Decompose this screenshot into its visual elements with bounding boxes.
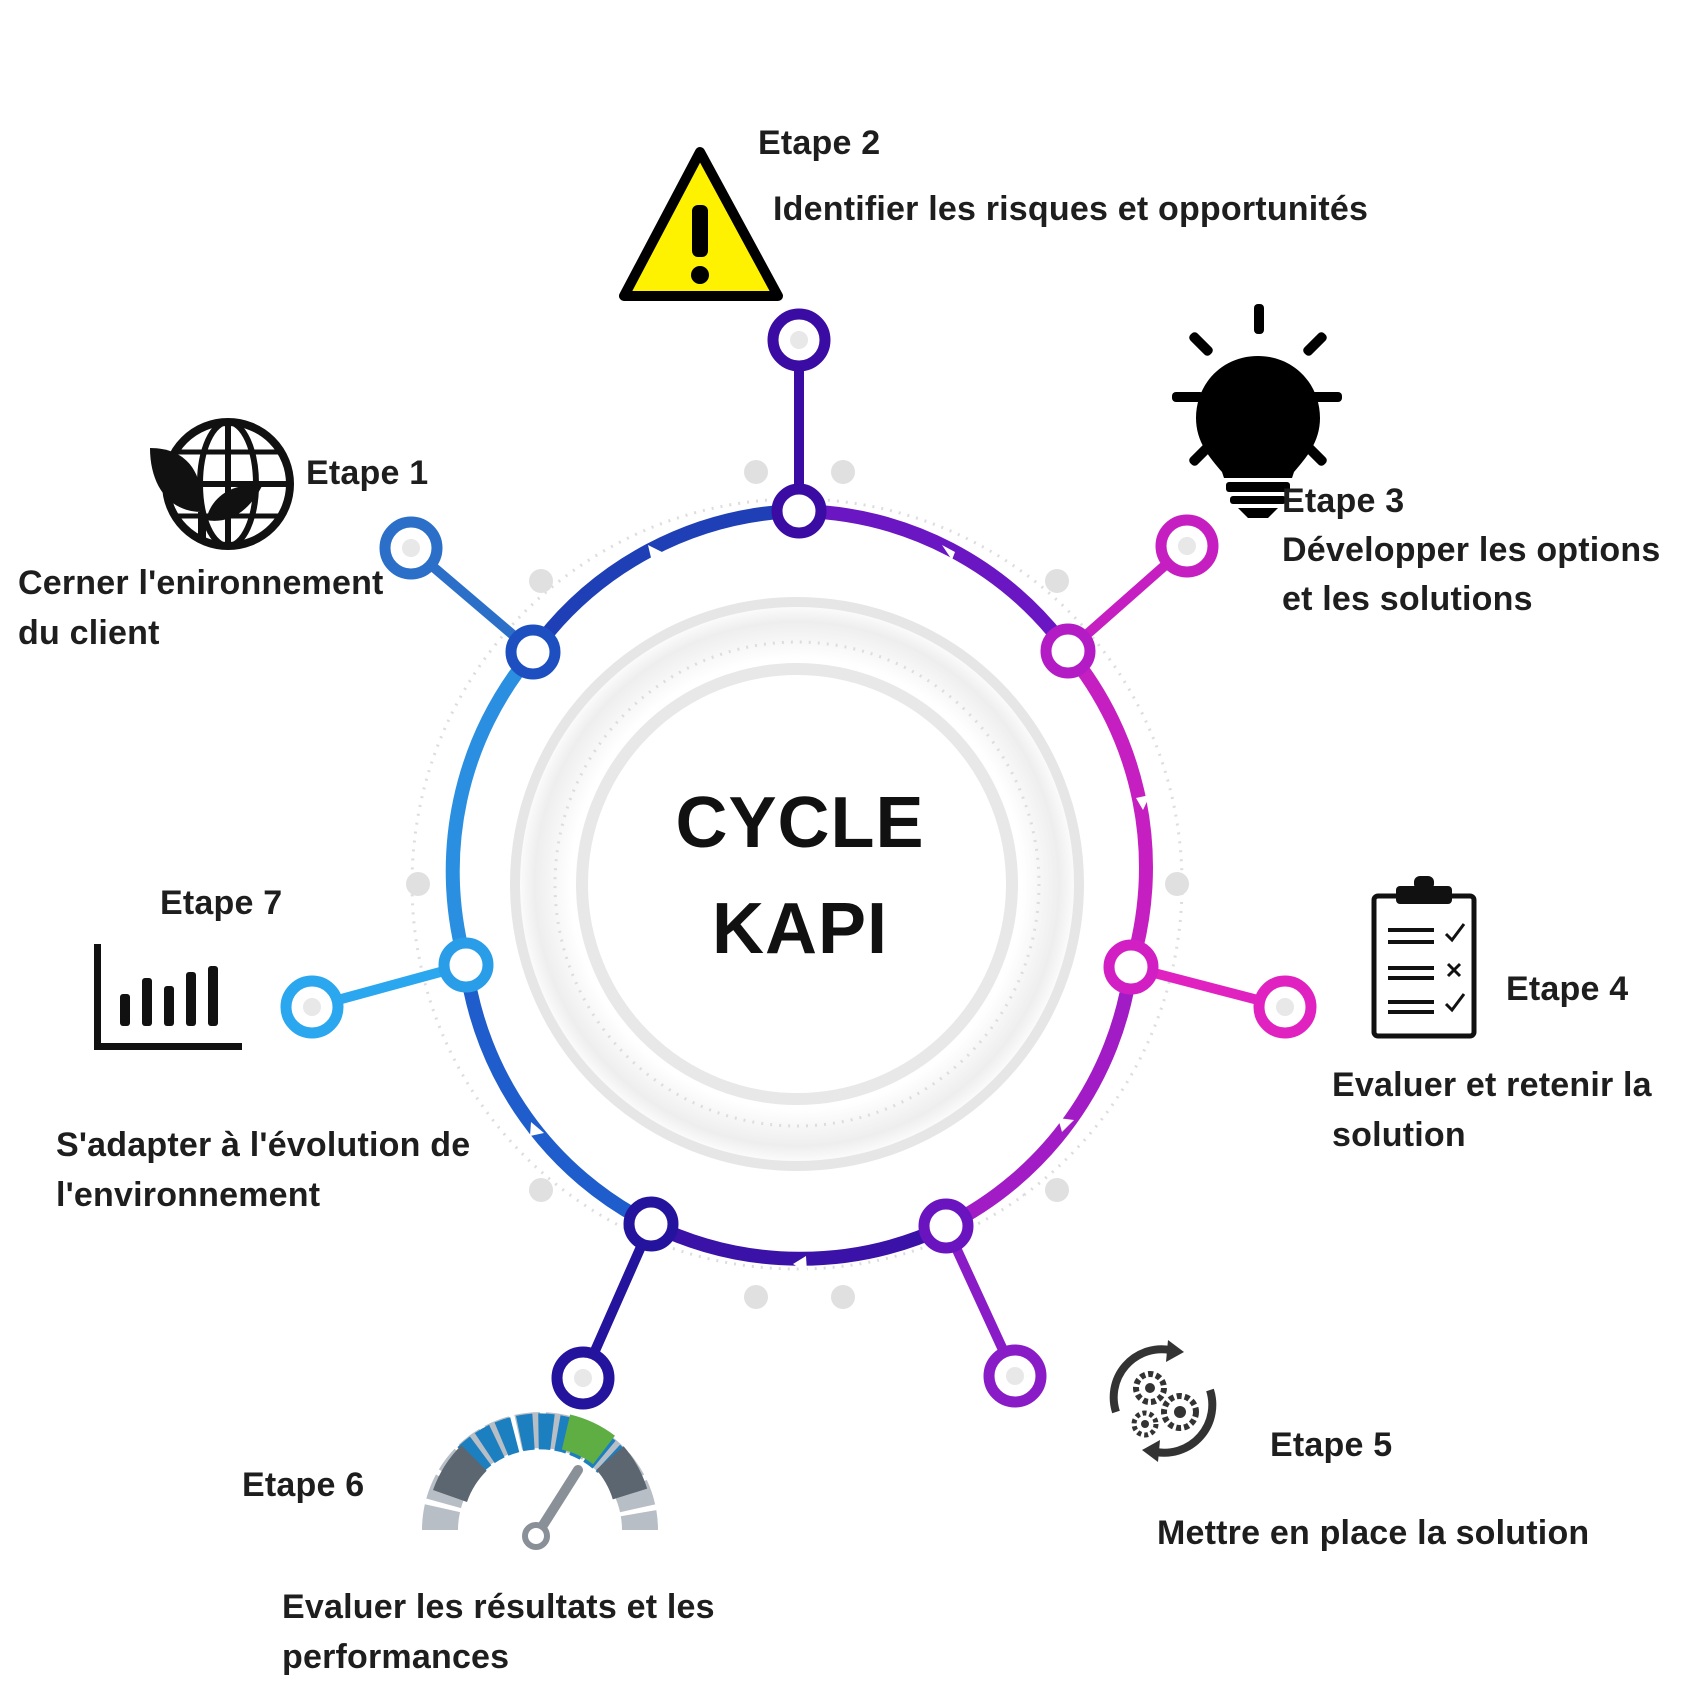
- ring-node-step-6: [623, 1196, 679, 1252]
- clipboard-checklist-icon: [1371, 876, 1477, 1039]
- step-4-title: Etape 4: [1506, 970, 1629, 1008]
- center-title: CYCLE KAPI: [600, 770, 1000, 982]
- step-3-title: Etape 3: [1282, 482, 1405, 520]
- lightbulb-icon: [1172, 304, 1342, 518]
- step-7-title: Etape 7: [160, 884, 283, 922]
- ring-node-step-4: [1103, 939, 1159, 995]
- center-title-line2: KAPI: [711, 889, 889, 969]
- step-5-desc-line1: Mettre en place la solution: [1157, 1514, 1590, 1552]
- end-node-centers: [303, 331, 1294, 1387]
- step-6-title: Etape 6: [242, 1466, 365, 1504]
- step-2-title: Etape 2: [758, 124, 881, 162]
- ring-node-step-5: [918, 1198, 974, 1254]
- step-7-desc-line1: S'adapter à l'évolution de: [56, 1126, 471, 1164]
- step-5-title: Etape 5: [1270, 1426, 1393, 1464]
- ring-node-step-7: [438, 937, 494, 993]
- center-title-line1: CYCLE: [675, 783, 925, 863]
- ring-node-step-2: [771, 483, 827, 539]
- step-1-title: Etape 1: [306, 454, 429, 492]
- bar-chart-icon: [94, 944, 242, 1050]
- ring-node-step-1: [505, 624, 561, 680]
- inner-ring-center: [576, 663, 1018, 1105]
- ring-arrows: [468, 545, 1150, 1272]
- ring-segment-left-lower: [459, 964, 655, 1231]
- step-1-desc-line2: du client: [18, 614, 160, 652]
- ring-nodes: [438, 483, 1159, 1254]
- warning-triangle-icon: [619, 147, 783, 301]
- gears-cycle-icon: [1109, 1340, 1217, 1462]
- step-2-desc-line1: Identifier les risques et opportunités: [773, 190, 1369, 228]
- ring-node-step-3: [1040, 623, 1096, 679]
- gauge-icon: [422, 1412, 658, 1550]
- step-6-desc-line2: performances: [282, 1638, 510, 1676]
- inner-dotted-circle: [553, 640, 1041, 1128]
- ring-segment-bottom: [647, 1217, 950, 1266]
- ring-segment-right-lower: [942, 966, 1138, 1233]
- step-4-desc-line1: Evaluer et retenir la: [1332, 1066, 1652, 1104]
- spoke-end-nodes: [280, 308, 1317, 1410]
- globe-plant-icon: [150, 418, 294, 550]
- step-3-desc-line2: et les solutions: [1282, 580, 1533, 618]
- grey-dots: [406, 460, 1189, 1309]
- step-6-desc-line1: Evaluer les résultats et les: [282, 1588, 715, 1626]
- step-1-desc-line1: Cerner l'enironnement: [18, 564, 384, 602]
- step-3-desc-line1: Développer les options: [1282, 531, 1661, 569]
- ring-segment-left-upper: [445, 647, 539, 967]
- step-4-desc-line2: solution: [1332, 1116, 1466, 1154]
- inner-ring-outer: [510, 597, 1084, 1171]
- step-7-desc-line2: l'environnement: [56, 1176, 321, 1214]
